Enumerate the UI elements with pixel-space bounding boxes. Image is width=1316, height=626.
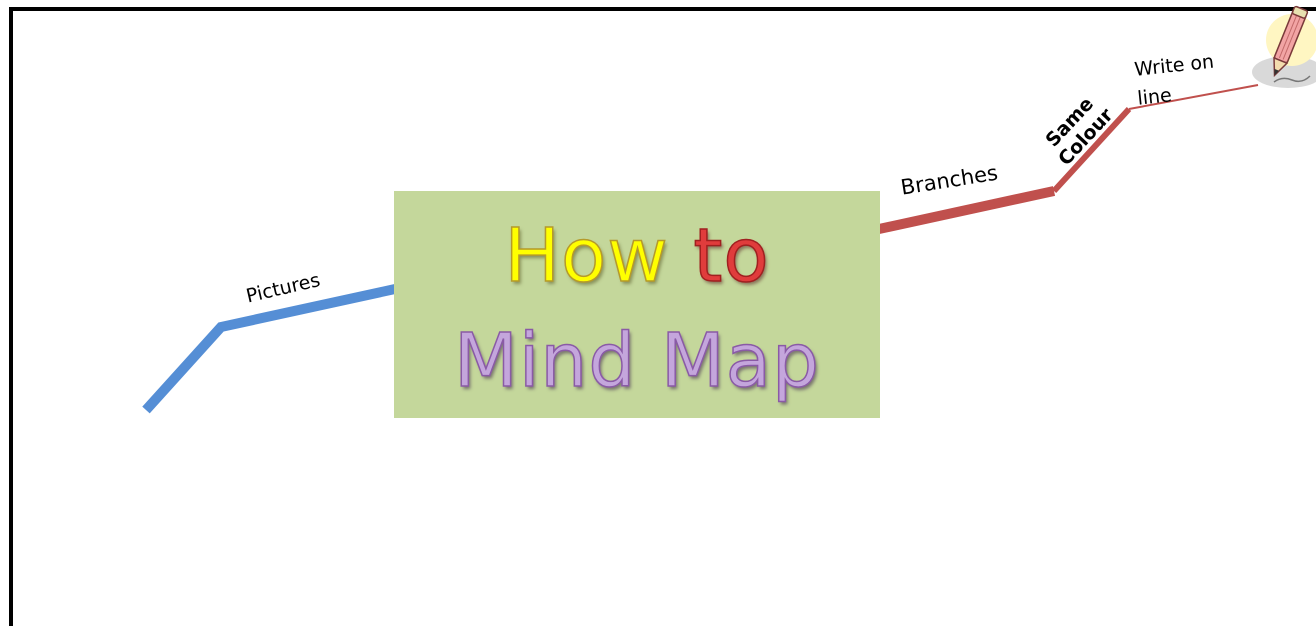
- title-mind-map: Mind Map: [453, 318, 820, 404]
- page-frame: [9, 7, 1316, 626]
- central-topic-box: [394, 191, 880, 418]
- branch-same-colour-line: [1051, 106, 1132, 194]
- branch-pictures-line: [142, 284, 397, 414]
- label-write-on-line: Write on line: [1133, 48, 1219, 114]
- title-word-to: to: [693, 213, 770, 299]
- title-line-1: How to: [394, 213, 880, 299]
- title-word-how: How: [504, 213, 669, 299]
- pencil-icon: [1252, 5, 1316, 88]
- title-line-2: Mind Map: [394, 318, 880, 404]
- branch-branches-line: [877, 186, 1056, 234]
- branch-write-on-line-line: [1128, 84, 1259, 110]
